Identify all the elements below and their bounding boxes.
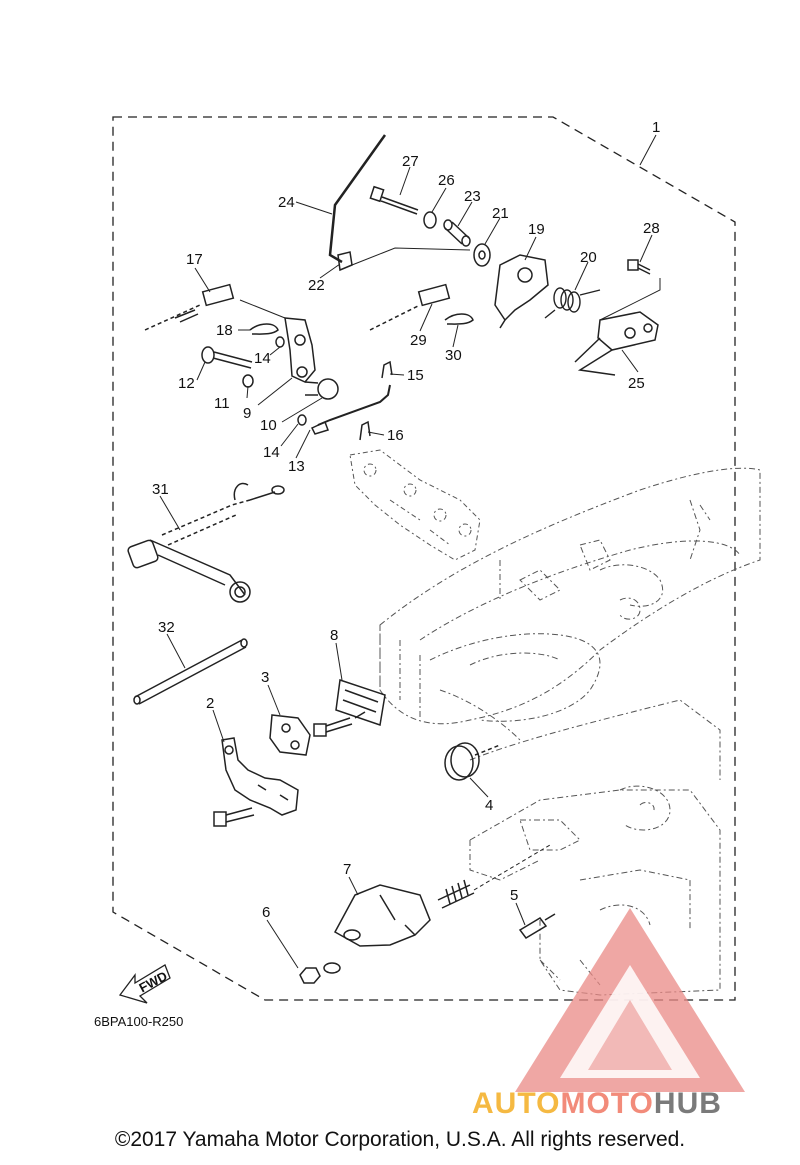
part-7-bracket: [333, 884, 431, 947]
callout-31: 31: [152, 481, 169, 498]
callout-1: 1: [652, 119, 660, 136]
part-2-bracket: [213, 737, 299, 827]
tiller-bracket-outline: [469, 785, 721, 996]
part-14-washer-upper: [275, 336, 285, 348]
part-5-grease-nipple: [518, 913, 556, 939]
part-17-cable-end: [144, 283, 235, 331]
callout-9: 9: [243, 405, 251, 422]
callout-26: 26: [438, 172, 455, 189]
callout-19: 19: [528, 221, 545, 238]
lower-casing-outline: [379, 467, 761, 780]
part-12-bolt: [201, 346, 253, 369]
callout-10: 10: [260, 417, 277, 434]
part-26-washer: [423, 211, 437, 229]
callout-6: 6: [262, 904, 270, 921]
callout-29: 29: [410, 332, 427, 349]
part-3-plate: [269, 714, 311, 756]
part-21-bushing: [473, 243, 491, 267]
part-30-clip: [444, 313, 474, 325]
part-collar-spring: [437, 844, 551, 909]
part-4-grommet: [444, 742, 501, 781]
part-13-link-rod: [310, 384, 391, 435]
part-18-clip: [249, 323, 279, 335]
watermark-moto: MOTO: [560, 1087, 653, 1120]
callout-17: 17: [186, 251, 203, 268]
fwd-arrow-icon: FWD: [118, 964, 171, 1004]
part-25-bracket: [574, 311, 659, 376]
svg-text:AUTOMOTOHUB: AUTOMOTOHUB: [472, 1087, 722, 1120]
copyright-notice: ©2017 Yamaha Motor Corporation, U.S.A. A…: [114, 1128, 686, 1151]
watermark-auto: AUTO: [472, 1087, 560, 1120]
callout-labels: 1 2 3 4 5 6 7 8 9 10 11 12 13 14 14 15 1…: [152, 119, 660, 921]
watermark-logo: AUTOMOTOHUB: [472, 908, 745, 1120]
callout-28: 28: [643, 220, 660, 237]
callout-3: 3: [261, 669, 269, 686]
callout-30: 30: [445, 347, 462, 364]
callout-13: 13: [288, 458, 305, 475]
part-23-collar: [443, 219, 471, 247]
callout-27: 27: [402, 153, 419, 170]
part-24-shift-rod: [328, 134, 387, 264]
part-6-nut: [299, 962, 341, 984]
callout-24: 24: [278, 194, 295, 211]
throttle-mechanism-outline: [349, 449, 481, 561]
callout-22: 22: [308, 277, 325, 294]
assembly-boundary: [112, 116, 736, 1001]
part-32-pin: [133, 638, 248, 705]
part-29-cable-end: [369, 283, 451, 331]
callout-11: 11: [214, 395, 230, 412]
callout-5: 5: [510, 887, 518, 904]
diagram-code: 6BPA100-R250: [94, 1014, 183, 1029]
part-28-bolt: [627, 259, 651, 275]
callout-20: 20: [580, 249, 597, 266]
callout-21: 21: [492, 205, 509, 222]
part-27-bolt: [369, 185, 419, 215]
callout-16: 16: [387, 427, 404, 444]
part-20-spring: [544, 287, 601, 319]
part-9-lever: [239, 299, 316, 383]
part-10-collar: [304, 378, 339, 400]
part-15-clip: [381, 360, 393, 379]
part-11-washer: [242, 374, 254, 388]
callout-12: 12: [178, 375, 195, 392]
callout-4: 4: [485, 797, 493, 814]
part-19-shift-lever: [494, 254, 549, 329]
part-31-stop-switch: [127, 482, 285, 603]
callout-7: 7: [343, 861, 351, 878]
part-16-clip: [359, 420, 371, 441]
part-8-plate: [313, 679, 386, 737]
part-14-washer-lower: [297, 414, 307, 426]
callout-15: 15: [407, 367, 424, 384]
callout-32: 32: [158, 619, 175, 636]
callout-2: 2: [206, 695, 214, 712]
watermark-hub: HUB: [654, 1087, 722, 1120]
callout-14a: 14: [254, 350, 271, 367]
callout-25: 25: [628, 375, 645, 392]
callout-14b: 14: [263, 444, 280, 461]
callout-8: 8: [330, 627, 338, 644]
callout-leaders: [159, 134, 657, 969]
fwd-label: FWD: [137, 968, 170, 995]
callout-18: 18: [216, 322, 233, 339]
callout-23: 23: [464, 188, 481, 205]
